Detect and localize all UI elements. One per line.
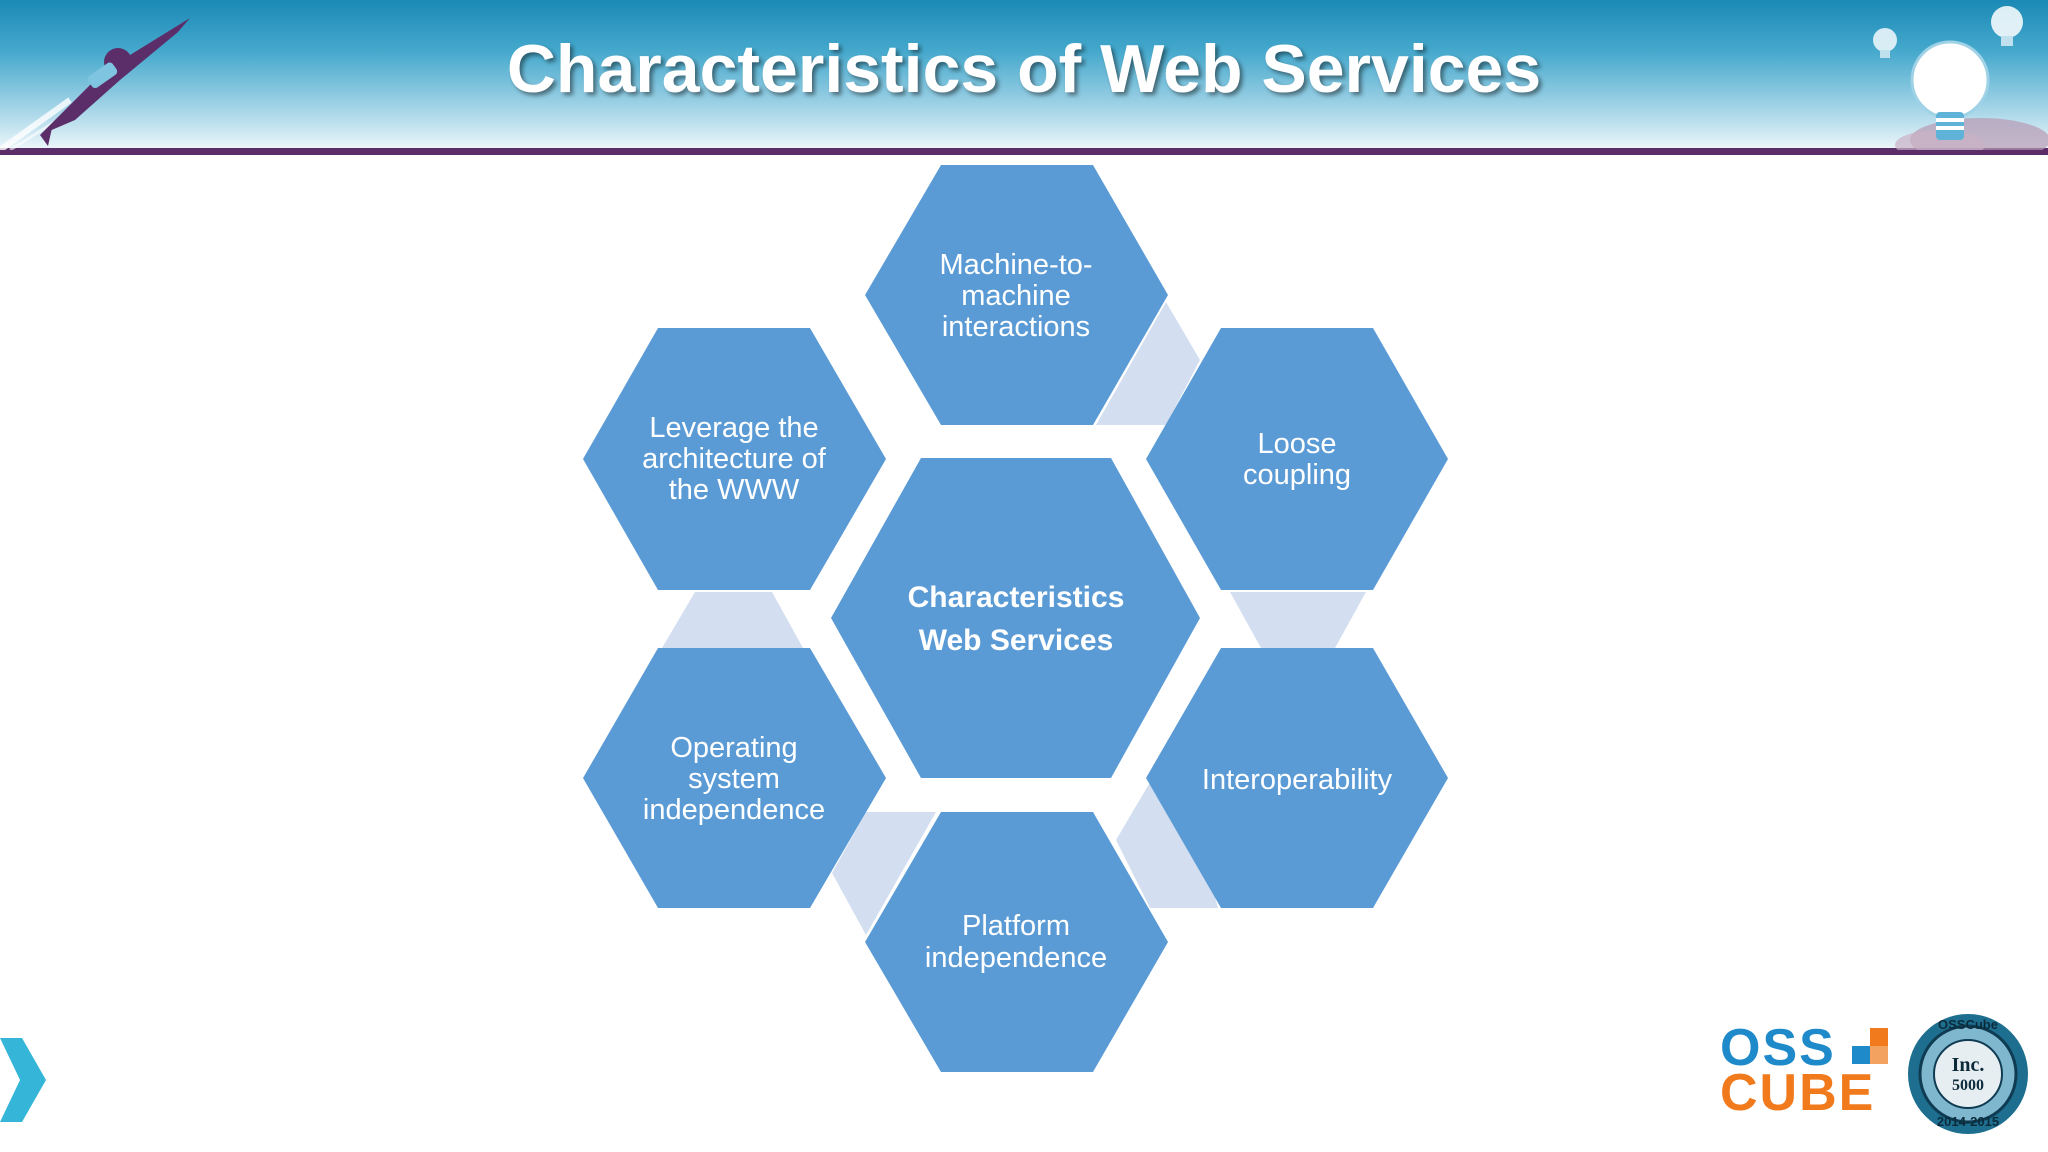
logo-oss-text: OSS — [1720, 1019, 1836, 1077]
www-label-line-2: architecture of — [642, 443, 827, 475]
loose-label-line-2: coupling — [1243, 459, 1351, 491]
badge-5000-text: 5000 — [1952, 1077, 1984, 1094]
os-label-line-2: system — [688, 763, 780, 795]
center-label-line-1: Characteristics — [908, 581, 1125, 614]
slide-title: Characteristics of Web Services — [506, 31, 1542, 107]
logo-cube-text: CUBE — [1720, 1064, 1876, 1122]
hexagon-loose-coupling — [1146, 328, 1448, 590]
connector-machine-loose — [1096, 302, 1200, 425]
badge-inc-text: Inc. — [1952, 1054, 1985, 1076]
banner-divider — [0, 148, 2048, 155]
machine-label-line-3: interactions — [942, 311, 1090, 343]
www-label-line-3: the WWW — [669, 474, 800, 506]
interop-label-line-1: Interoperability — [1202, 764, 1393, 796]
next-slide-chevron-icon[interactable] — [0, 1030, 50, 1130]
connector-os-www — [662, 592, 803, 648]
lightbulb-icon — [1873, 6, 2048, 150]
hexagon-os-independence — [583, 648, 886, 908]
hexagon-leverage-www — [583, 328, 886, 590]
badge-years-text: 2014-2015 — [1937, 1114, 1999, 1129]
connector-loose-interop — [1230, 592, 1366, 648]
inc-5000-badge: OSSCube Inc. 5000 2014-2015 — [1908, 1014, 2028, 1134]
machine-label-line-2: machine — [961, 280, 1071, 312]
hexagon-interoperability — [1146, 648, 1448, 908]
connector-platform-os — [832, 812, 936, 935]
hexagon-machine-to-machine — [865, 165, 1168, 425]
platform-label-line-2: independence — [925, 942, 1107, 974]
jetpack-figure-icon — [0, 18, 190, 150]
center-label-line-2: Web Services — [919, 624, 1114, 657]
machine-label-line-1: Machine-to- — [939, 249, 1092, 281]
os-label-line-3: independence — [643, 794, 825, 826]
os-label-line-1: Operating — [670, 732, 797, 764]
www-label-line-1: Leverage the — [649, 412, 818, 444]
loose-label-line-1: Loose — [1257, 428, 1336, 460]
logo-squares-icon — [1852, 1028, 1888, 1064]
hexagon-center — [831, 458, 1200, 778]
hexagon-platform-independence — [865, 812, 1168, 1072]
platform-label-line-1: Platform — [962, 910, 1070, 942]
badge-company-text: OSSCube — [1938, 1017, 1998, 1032]
title-banner — [0, 0, 2048, 148]
